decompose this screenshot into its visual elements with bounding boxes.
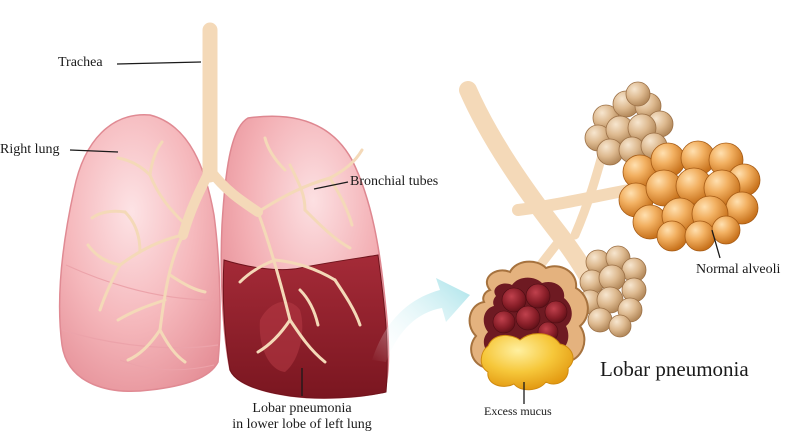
trachea-airway <box>86 22 364 364</box>
label-normal-alveoli: Normal alveoli <box>696 262 781 277</box>
label-lobar-pneumonia-lower-lobe: Lobar pneumonia in lower lobe of left lu… <box>224 401 380 433</box>
label-excess-mucus: Excess mucus <box>484 404 552 418</box>
excess-mucus-blob <box>480 333 574 391</box>
transition-arrow <box>372 278 470 362</box>
left-lung <box>220 115 390 399</box>
infected-lower-lobe <box>222 254 388 399</box>
alveoli-cluster-bottom <box>577 245 647 338</box>
label-right-lung: Right lung <box>0 142 60 157</box>
label-lobar-pneumonia-title: Lobar pneumonia <box>600 357 749 381</box>
infected-alveolus <box>468 260 589 391</box>
label-lobar-pneumonia-line2: in lower lobe of left lung <box>232 417 372 433</box>
leader-lines <box>69 61 721 404</box>
label-lobar-pneumonia-line1: Lobar pneumonia <box>252 401 352 416</box>
label-bronchial-tubes: Bronchial tubes <box>350 174 439 189</box>
label-trachea: Trachea <box>58 55 103 70</box>
normal-alveoli-cluster <box>618 140 761 252</box>
